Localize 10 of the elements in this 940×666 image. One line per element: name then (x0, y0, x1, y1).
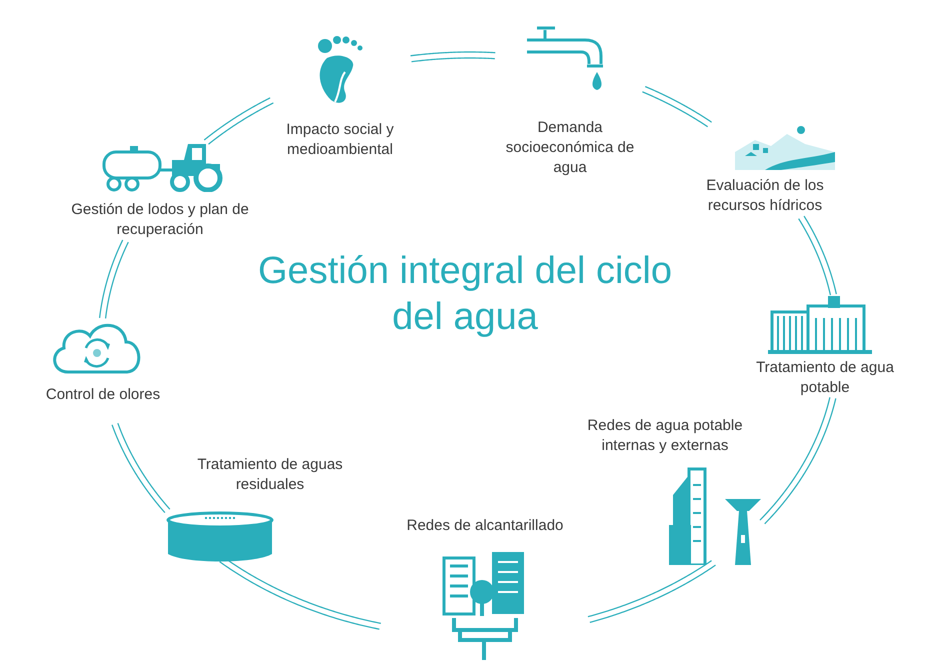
step-label: Impacto social y medioambiental (285, 120, 395, 160)
step-label: Tratamiento de agua potable (755, 358, 895, 398)
step-label: Evaluación de los recursos hídricos (705, 176, 825, 216)
step-label: Gestión de lodos y plan de recuperación (70, 200, 250, 240)
step-label: Redes de alcantarillado (406, 516, 564, 536)
step-label: Demanda socioeconómica de agua (504, 118, 636, 178)
diagram-title: Gestión integral del ciclo del agua (257, 249, 673, 340)
step-label: Control de olores (44, 385, 162, 405)
step-label: Redes de agua potable internas y externas (586, 416, 744, 456)
step-label: Tratamiento de aguas residuales (196, 455, 344, 495)
